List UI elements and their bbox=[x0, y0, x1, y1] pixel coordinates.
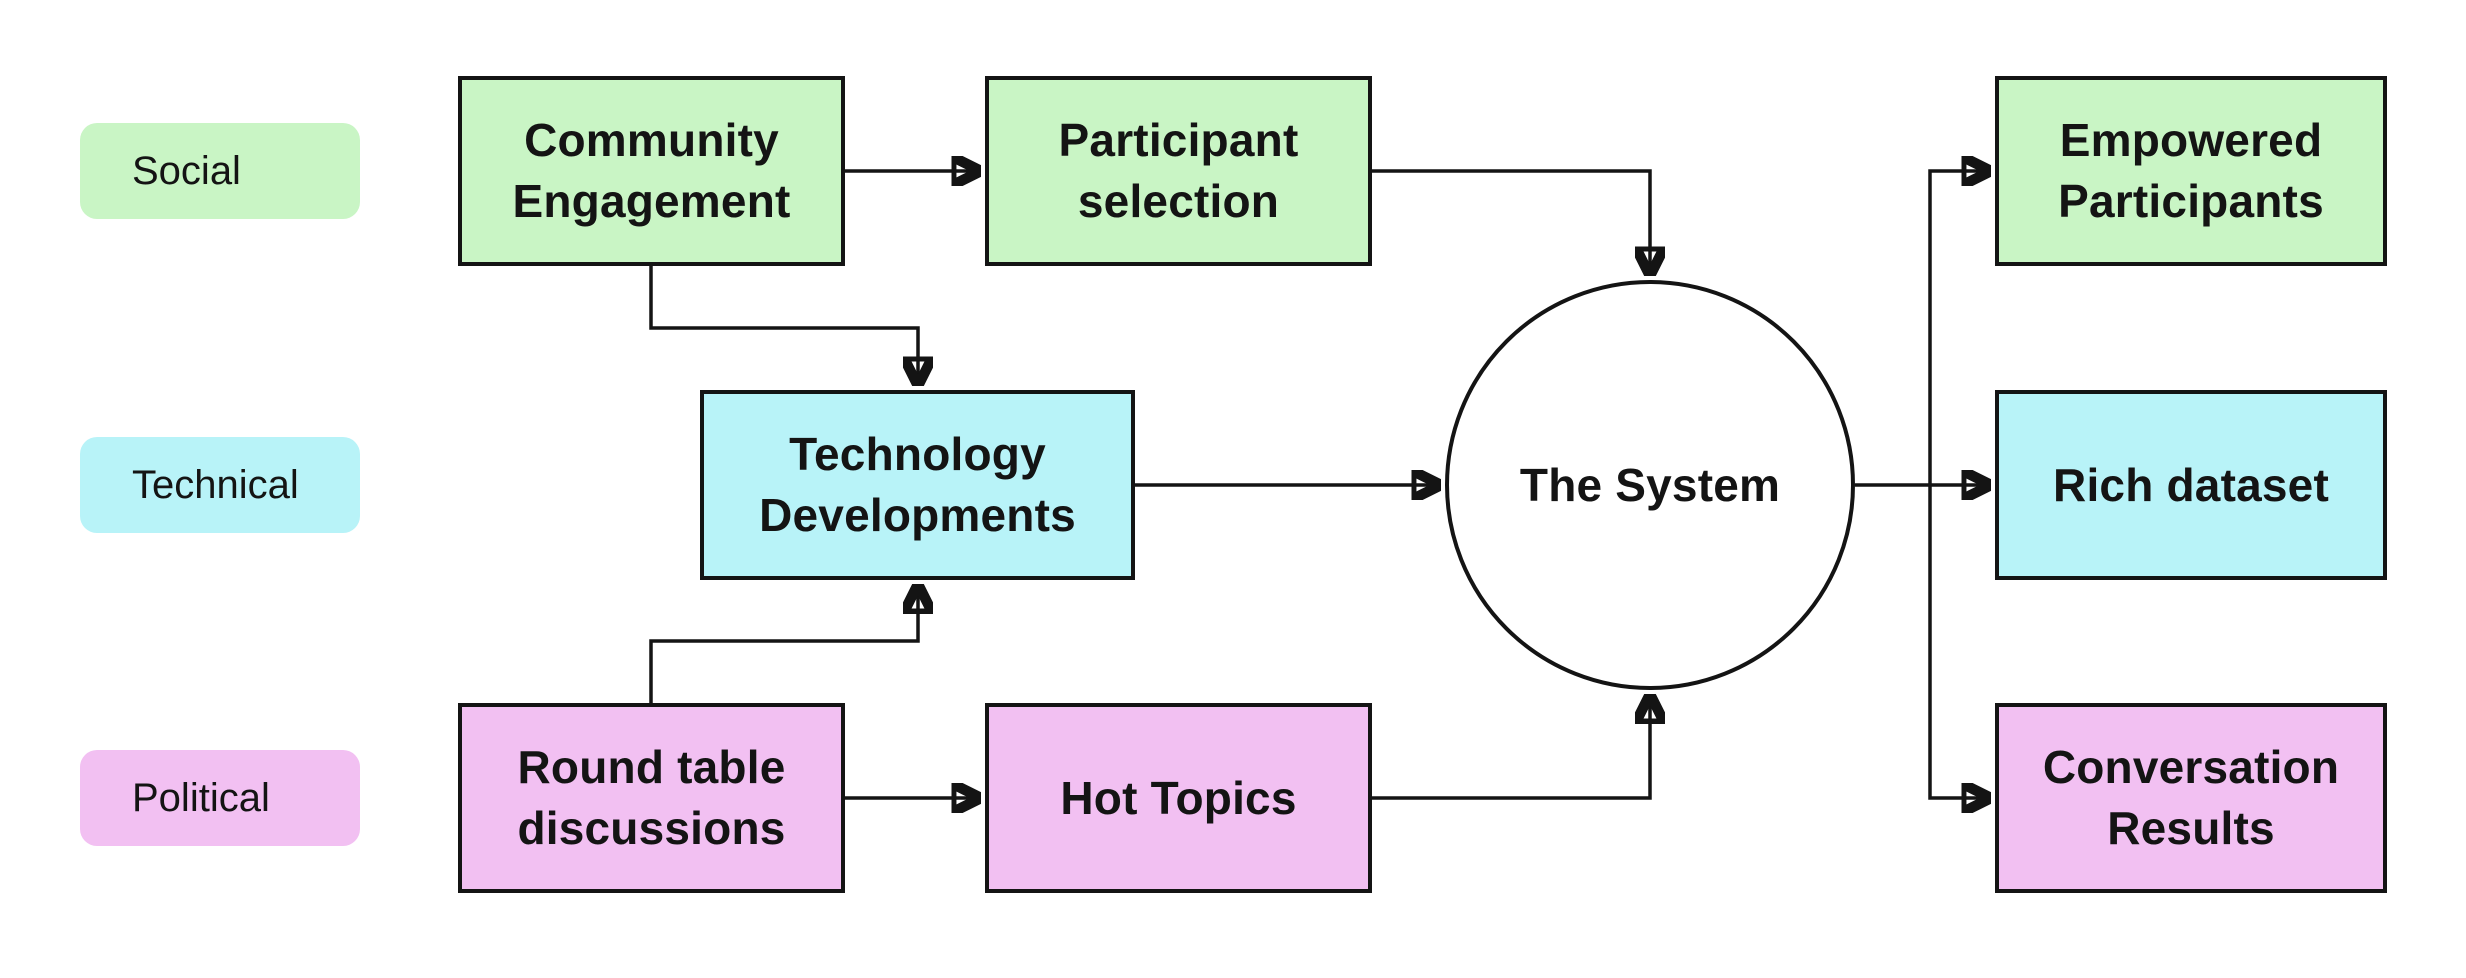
edge-community-engagement-to-technology-developments bbox=[649, 266, 918, 386]
node-technology-developments: Technology Developments bbox=[700, 390, 1135, 580]
edge-round-table-discussions-to-technology-developments bbox=[649, 584, 918, 703]
node-community-engagement-label: Community Engagement bbox=[512, 114, 791, 227]
edge-participant-selection-to-the-system bbox=[1372, 169, 1650, 276]
node-hot-topics: Hot Topics bbox=[985, 703, 1372, 893]
legend-chip-technical: Technical bbox=[80, 437, 360, 533]
edge-hot-topics-to-the-system bbox=[1372, 694, 1650, 800]
node-rich-dataset: Rich dataset bbox=[1995, 390, 2387, 580]
node-the-system: The System bbox=[1445, 280, 1855, 690]
node-round-table-discussions: Round table discussions bbox=[458, 703, 845, 893]
legend-political-label: Political bbox=[132, 775, 270, 820]
node-participant-selection-label: Participant selection bbox=[1058, 114, 1299, 227]
legend-social-label: Social bbox=[132, 148, 241, 193]
node-the-system-label: The System bbox=[1519, 458, 1781, 511]
node-participant-selection: Participant selection bbox=[985, 76, 1372, 266]
legend-chip-political: Political bbox=[80, 750, 360, 846]
node-rich-dataset-label: Rich dataset bbox=[2053, 458, 2329, 511]
node-empowered-participants: Empowered Participants bbox=[1995, 76, 2387, 266]
node-conversation-results-label: Conversation Results bbox=[2042, 741, 2340, 854]
legend-technical-label: Technical bbox=[132, 462, 299, 507]
legend-chip-social: Social bbox=[80, 123, 360, 219]
node-community-engagement: Community Engagement bbox=[458, 76, 845, 266]
node-round-table-discussions-label: Round table discussions bbox=[517, 741, 786, 854]
node-hot-topics-label: Hot Topics bbox=[1060, 771, 1297, 824]
node-empowered-participants-label: Empowered Participants bbox=[2058, 114, 2324, 227]
node-technology-developments-label: Technology Developments bbox=[759, 428, 1076, 541]
node-conversation-results: Conversation Results bbox=[1995, 703, 2387, 893]
edge-the-system-to-empowered-participants bbox=[1928, 171, 1991, 485]
edge-the-system-to-conversation-results bbox=[1928, 485, 1991, 798]
